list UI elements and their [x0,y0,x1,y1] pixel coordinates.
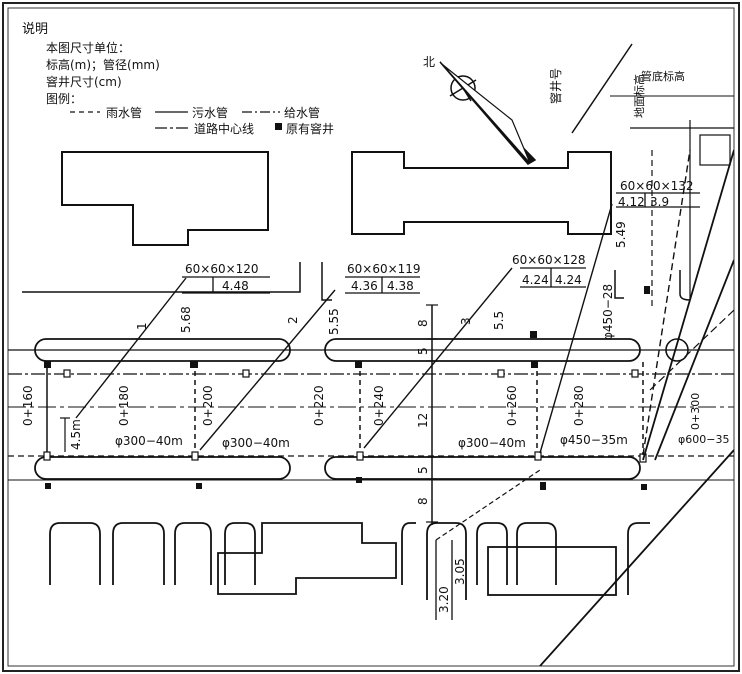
pipe-label-4: φ450−35m [560,433,628,447]
bottom-buildings [49,449,734,666]
dim-mid2: 5 [416,466,430,474]
station-0-280: 0+280 [572,385,586,426]
well2-bottom: 4.38 [387,279,414,293]
block-a [22,262,301,293]
well3-ground: 4.24 [522,273,549,287]
well1-size: 60×60×120 [185,262,259,276]
well1-bottom: 4.48 [222,279,249,293]
legend-line3: 窨井尺寸(cm) [46,74,122,89]
leader-label-5-55: 5.55 [327,308,341,335]
legend-centerline-label: 道路中心线 [194,121,254,136]
building-2 [351,151,612,235]
legend-well-icon [275,123,282,130]
inner-frame [7,7,735,667]
well4-size: 60×60×132 [620,179,694,193]
station-0-300: 0+300 [689,393,702,430]
well4-ground: 4.12 [618,195,645,209]
block-b-left [321,262,332,301]
leader-label-5-49: 5.49 [614,221,628,248]
leader-4 [539,203,613,454]
leader-label-3: 3 [459,317,473,325]
right-pipe-dash [642,149,691,456]
bottom-well-b: 3.05 [453,558,467,585]
dim-bottom: 8 [416,497,430,505]
well3-size: 60×60×128 [512,253,586,267]
legend-heading: 说明 [22,22,48,37]
dim-top: 8 [416,319,430,327]
manhole-number-label: 窨井号 [548,68,563,104]
legend-line2: 标高(m)；管径(mm) [46,57,160,72]
leader-label-5-68: 5.68 [179,306,193,333]
leader-bottom [435,469,541,541]
pipe-label-2: φ300−40m [222,436,290,450]
dim-road: 12 [416,413,430,428]
leader-label-phi450-28: φ450−28 [601,284,615,340]
well4-bottom: 3.9 [650,195,669,209]
station-0-180: 0+180 [117,385,131,426]
legend-rain-label: 雨水管 [106,105,142,120]
right-pipe-2 [654,259,734,461]
bottom-well-a: 3.20 [437,586,451,613]
building-1 [61,151,269,246]
north-arrow: 北 [423,55,537,165]
leader-3 [363,267,513,449]
pipe-label-1: φ300−40m [115,434,183,448]
well2-ground: 4.36 [351,279,378,293]
station-0-200: 0+200 [201,385,215,426]
leader-2 [199,289,336,451]
pipe-label-5: φ600−35 [678,433,729,446]
right-pipe-dash-2 [649,309,734,391]
station-0-240: 0+240 [372,385,386,426]
leader-label-2: 2 [286,316,300,324]
existing-wells [44,286,650,490]
pipe-label-3: φ300−40m [458,436,526,450]
right-building [699,134,731,166]
median-bottom-left [34,456,291,480]
well3-bottom: 4.24 [555,273,582,287]
right-pipe-1 [642,149,734,461]
station-0-220: 0+220 [312,385,326,426]
block-c [614,270,624,299]
label-diag-line [571,43,633,134]
legend-sewage-label: 污水管 [192,105,228,120]
block-d [679,270,691,301]
dim-offset: 4.5m [69,419,83,450]
median-bottom-right [324,456,641,480]
well2-size: 60×60×119 [347,262,421,276]
legend-well-label: 原有窨井 [286,121,334,136]
north-label: 北 [423,55,435,69]
station-0-160: 0+160 [21,385,35,426]
dim-mid1: 5 [416,347,430,355]
legend-line1: 本图尺寸单位： [46,40,130,55]
legend-line4: 图例： [46,92,82,106]
leader-label-5-5: 5.5 [492,311,506,330]
leader-label-1: 1 [135,322,149,330]
pipe-bottom-elev-label: 管底标高 [641,69,685,83]
ground-elev-label: 地面标高 [632,74,646,118]
legend-water-label: 给水管 [284,105,320,120]
leader-1 [75,277,187,419]
station-0-260: 0+260 [505,385,519,426]
